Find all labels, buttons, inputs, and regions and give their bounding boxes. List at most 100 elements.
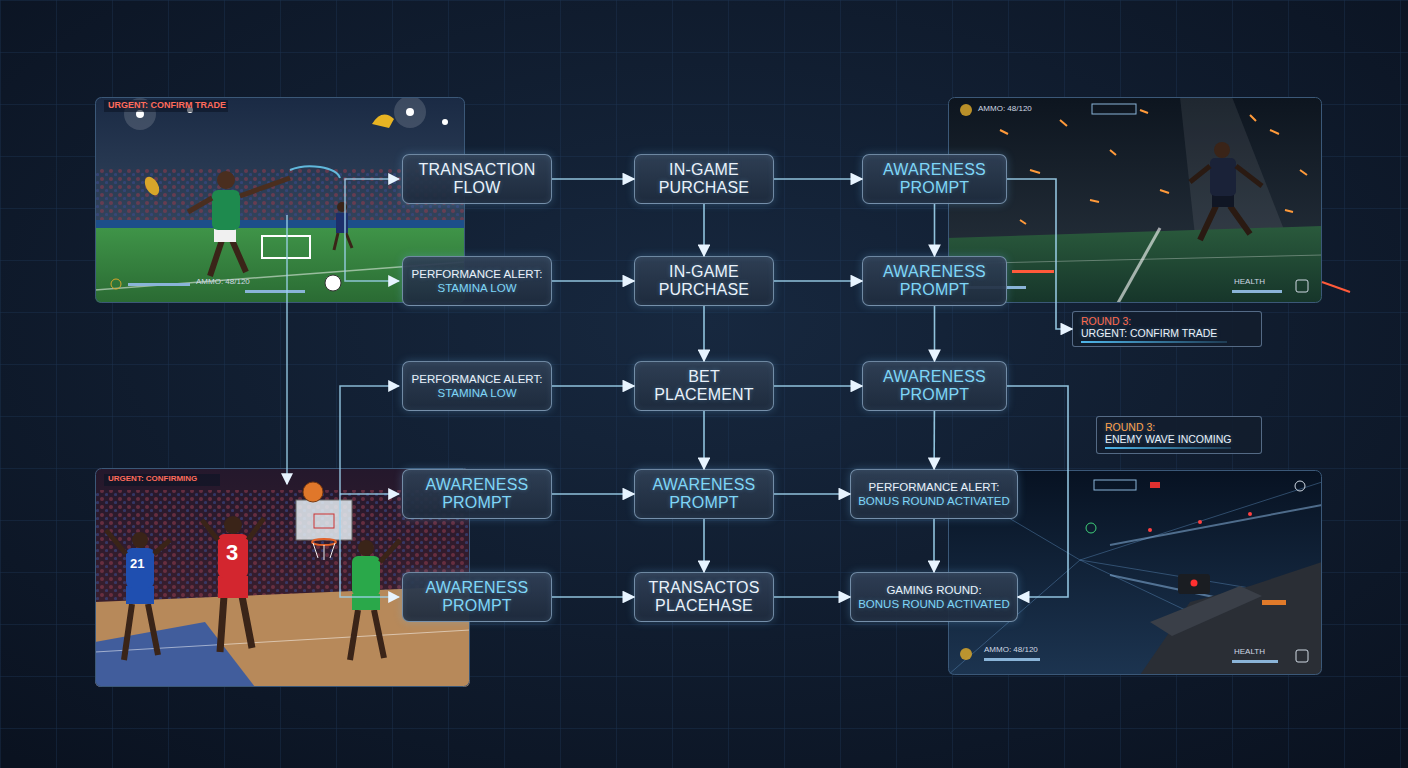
player-arms [380,540,400,562]
flow-arrow [933,411,935,469]
gun-accent [1262,600,1286,605]
alert-box: PERFORMANCE ALERT:BONUS ROUND ACTIVATED [850,469,1018,519]
leader-line [340,560,399,597]
hud-box [1094,480,1136,490]
player-jersey [212,190,240,230]
goal [262,236,310,258]
net [313,543,335,560]
player-jersey [126,548,154,588]
process-box: TRANSACTOS PLACEHASE [634,572,774,622]
node-label: AWARENESS PROMPT [871,368,998,403]
flow-arrow [552,596,634,598]
player-shorts [218,576,248,598]
node-label: BET PLACEMENT [643,368,765,403]
hud-meter [1012,270,1054,273]
node-label: AWARENESS PROMPT [411,579,543,614]
hud-text: URGENT: CONFIRMING [108,474,197,483]
flow-arrow [774,178,862,180]
node-label: ROUND 3: [1105,421,1155,433]
flow-arrow [774,385,862,387]
streak [1322,282,1350,292]
node-label: PERFORMANCE ALERT: [412,372,543,386]
flow-arrow [934,204,936,256]
football [325,275,341,291]
process-box: IN-GAME PURCHASE [634,256,774,306]
sparks [1000,110,1307,224]
flow-arrow [774,280,862,282]
player-legs [210,240,246,276]
hologram-arc [290,166,340,178]
node-label: AWARENESS PROMPT [871,263,998,298]
hud-text: AMMO: 48/120 [196,277,250,286]
player-arms [1190,166,1262,186]
node-label: AWARENESS PROMPT [411,476,543,511]
light-beam [1180,97,1290,245]
hud-icon [1296,650,1308,662]
process-box: AWARENESS PROMPT [402,572,552,622]
node-label: GAMING ROUND: [886,583,981,597]
flow-arrow [703,411,705,469]
rim [312,539,336,545]
player-jersey [218,534,248,578]
hud-bar [104,474,220,486]
hud-icon [960,104,972,116]
hud-box [1092,104,1136,114]
node-label: AWARENESS PROMPT [871,161,998,196]
process-box: TRANSACTION FLOW [402,154,552,204]
player-jersey [1210,158,1236,196]
node-label: TRANSACTION FLOW [411,161,543,196]
player-jersey [336,213,348,233]
floating-boot [372,115,394,128]
connectors [552,179,1072,597]
flow-arrow [774,493,850,495]
stadium-light [442,119,448,125]
flow-arrow [552,385,634,387]
flow-arrow [933,519,935,572]
player-arms [106,530,170,554]
player-shorts [214,228,236,242]
hud-text: HEALTH [1234,647,1265,656]
hud-meter [245,290,305,293]
player-jersey [352,556,380,596]
leader-line [340,493,399,495]
flow-arrow [1007,386,1068,597]
hud-icon [960,648,972,660]
hud-meter [128,283,190,286]
process-box: AWARENESS PROMPT [862,256,1007,306]
hud-text: AMMO: 48/120 [984,645,1038,654]
basketball [303,482,323,502]
node-label: AWARENESS PROMPT [643,476,765,511]
flow-arrow [552,493,634,495]
hud-bar [104,100,228,112]
hud-meter [984,658,1040,661]
floating-glove [142,174,162,197]
hud-icon [111,279,121,289]
leader-line [286,215,288,484]
node-label: URGENT: CONFIRM TRADE [1081,327,1217,339]
player-arms [188,178,290,212]
leader-line [345,200,399,281]
pitch-line [1118,228,1160,303]
node-label: IN-GAME PURCHASE [643,263,765,298]
callout-box: ROUND 3:ENEMY WAVE INCOMING [1096,416,1262,454]
node-label: PERFORMANCE ALERT: [412,267,543,281]
flow-arrow [703,204,705,256]
process-box: AWARENESS PROMPT [402,469,552,519]
player-arms [202,518,264,540]
flow-arrow [774,596,850,598]
node-label: STAMINA LOW [437,281,516,295]
hud-meter [1232,290,1282,293]
hud-text: URGENT: CONFIRM TRADE [108,100,226,110]
flow-arrow [552,178,634,180]
player-legs [220,596,252,652]
player-head [224,516,242,534]
process-box: AWARENESS PROMPT [634,469,774,519]
callout-box: ROUND 3:URGENT: CONFIRM TRADE [1072,311,1262,347]
hud-text: AMMO: 48/120 [978,104,1032,113]
alert-box: PERFORMANCE ALERT:STAMINA LOW [402,256,552,306]
node-label: BONUS ROUND ACTIVATED [858,597,1010,611]
